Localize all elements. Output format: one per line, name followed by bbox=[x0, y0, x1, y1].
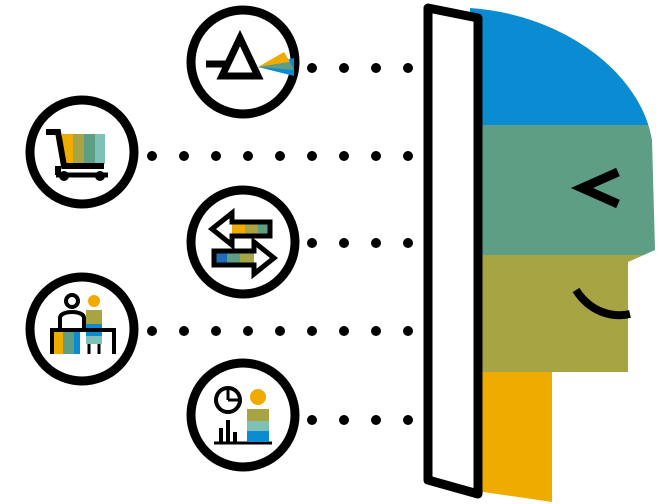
customer-service-desk-icon bbox=[25, 272, 139, 386]
connector-lines bbox=[147, 63, 413, 425]
connector-line-4 bbox=[147, 326, 413, 336]
connector-line-3 bbox=[307, 238, 413, 248]
exchange-arrows-icon bbox=[186, 185, 300, 299]
analytics-person-icon bbox=[186, 358, 300, 472]
connector-line-1 bbox=[307, 63, 413, 73]
prism-icon bbox=[186, 5, 300, 119]
shopping-cart-icon bbox=[25, 95, 139, 209]
smile-icon bbox=[572, 287, 631, 320]
screen-panel bbox=[423, 3, 483, 499]
head-profile bbox=[470, 8, 655, 502]
head-band-gold bbox=[470, 372, 655, 502]
head-band-blue bbox=[470, 8, 655, 125]
eye-icon bbox=[570, 167, 620, 209]
head-band-teal bbox=[470, 125, 655, 255]
connector-line-5 bbox=[307, 415, 413, 425]
connector-line-2 bbox=[147, 151, 413, 161]
